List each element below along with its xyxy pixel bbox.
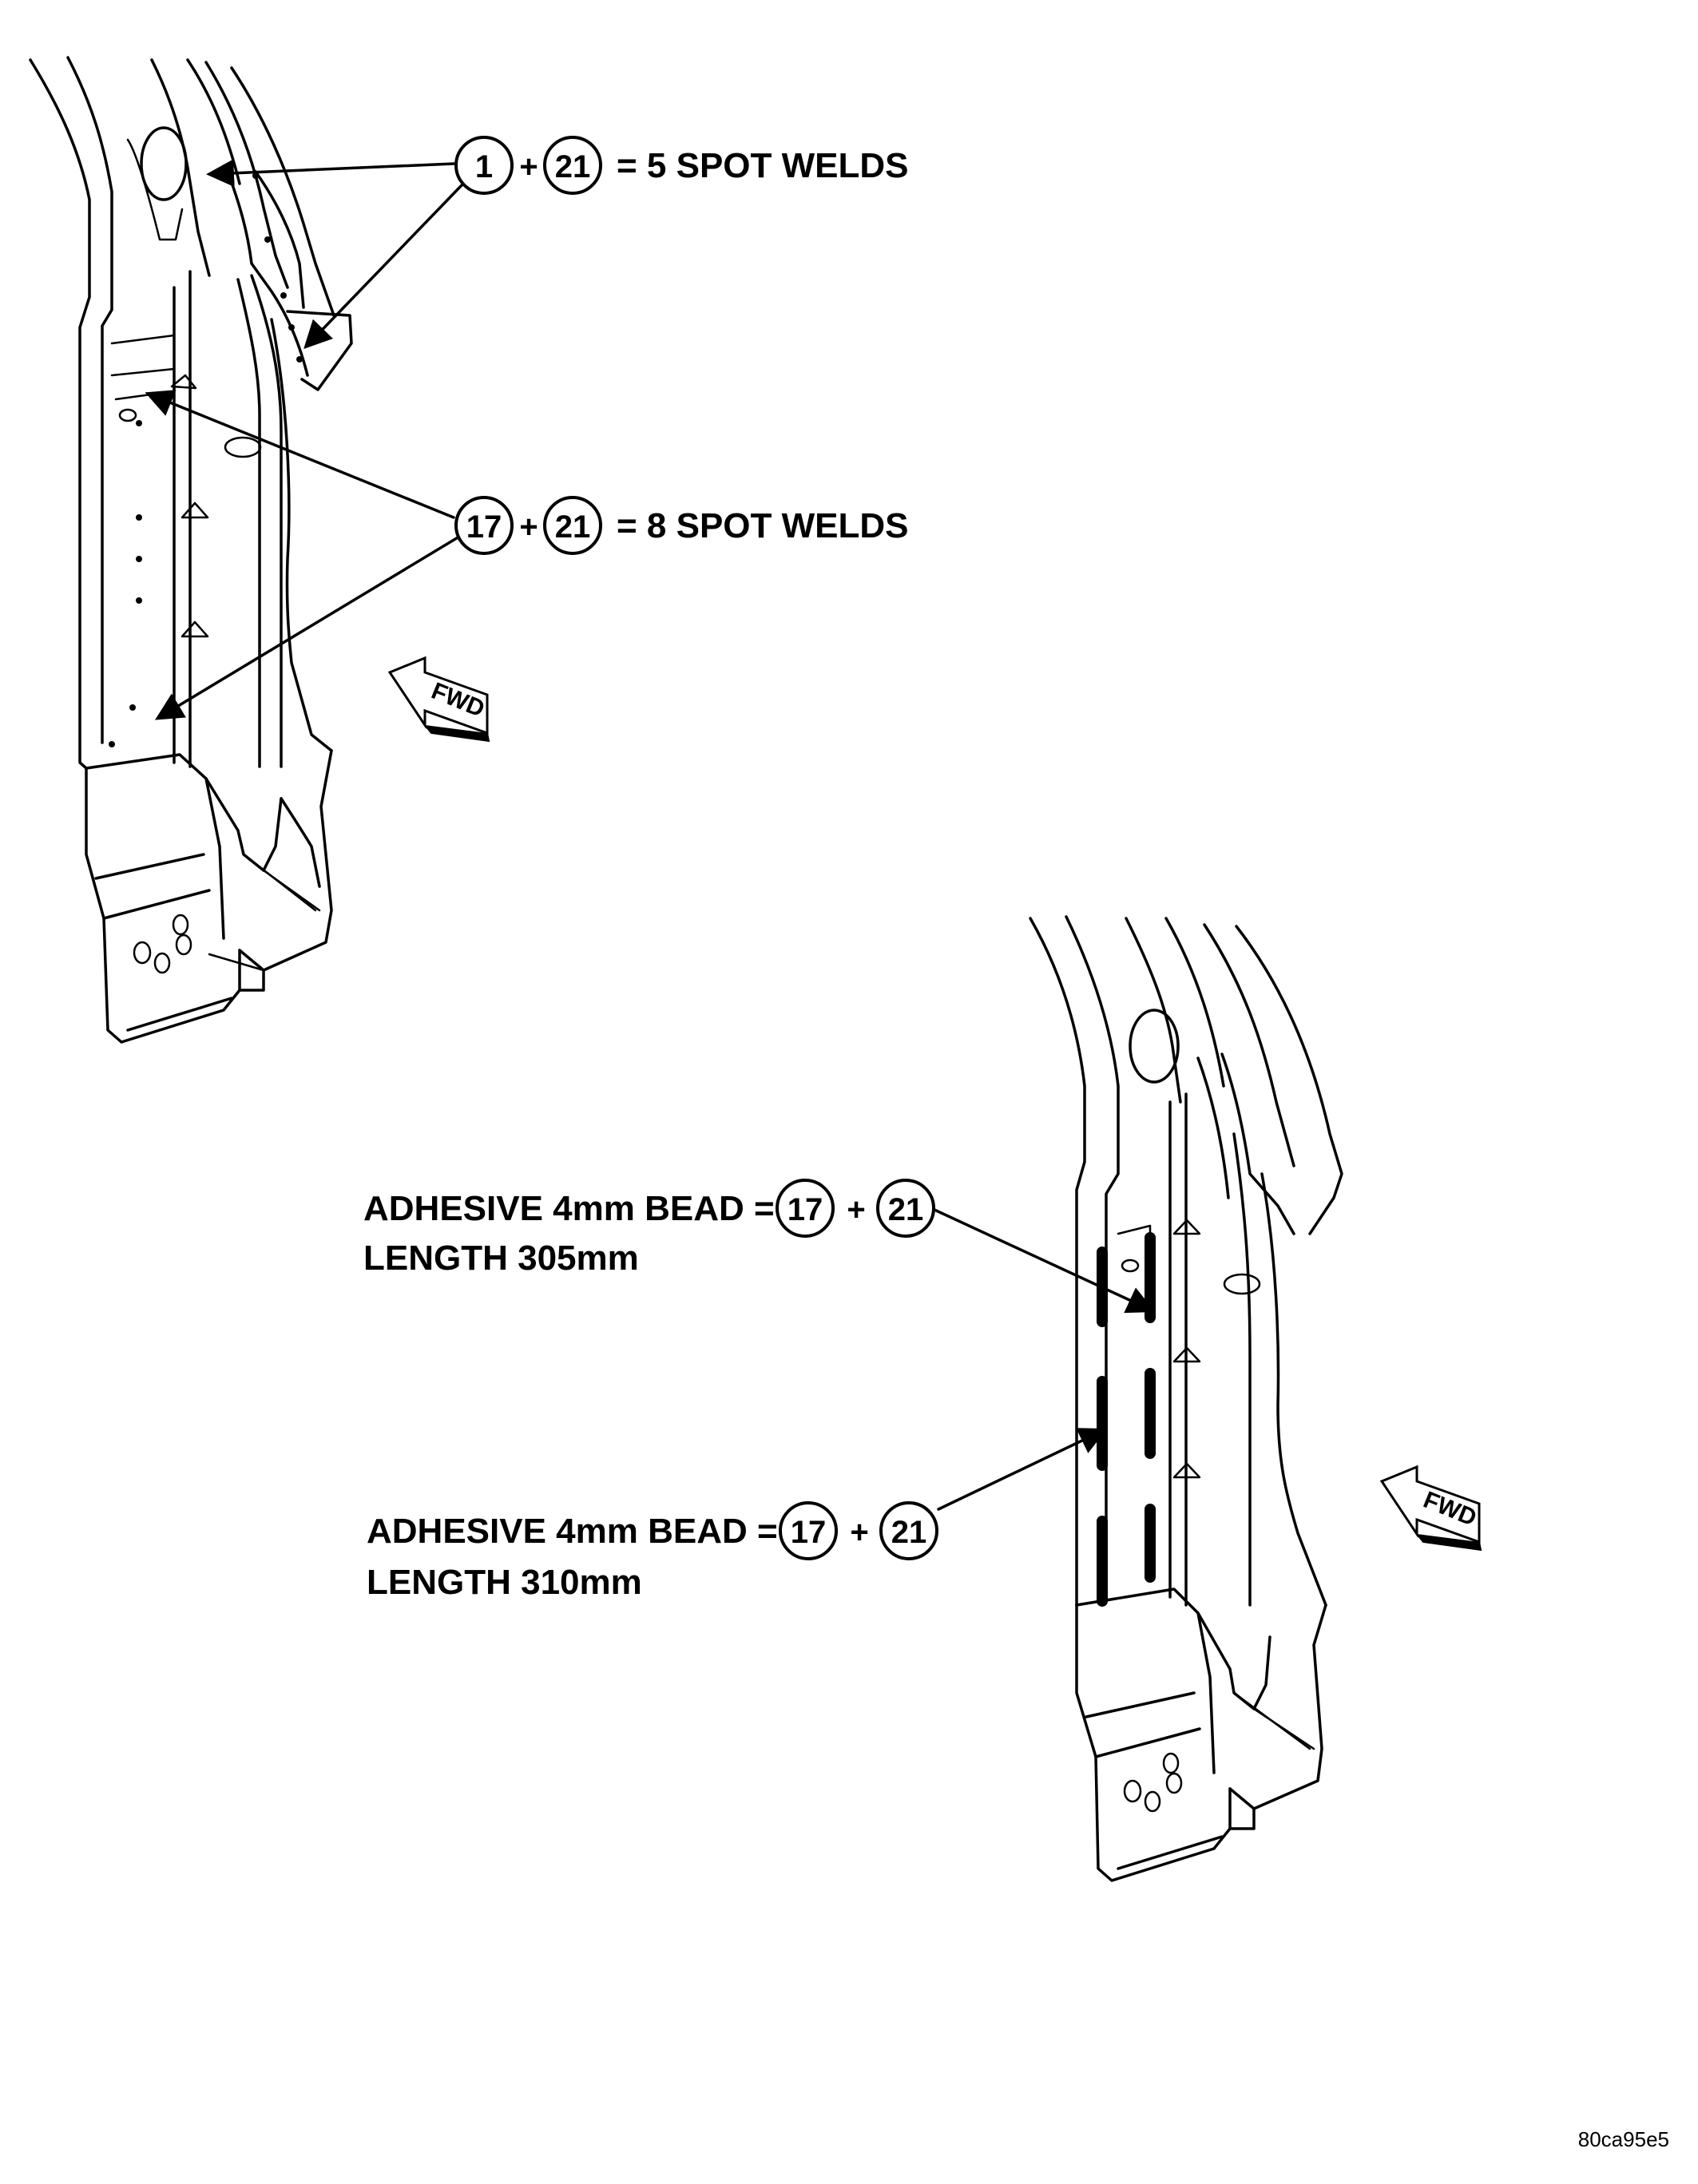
part-21-circle [876, 1179, 935, 1238]
lower-pillar-drawing [933, 915, 1343, 1882]
bead-1-line2: LENGTH 305mm [363, 1239, 639, 1278]
bead-2-line1: ADHESIVE 4mm BEAD = [367, 1512, 778, 1551]
plus-sign: + [519, 149, 538, 184]
part-17-circle [776, 1179, 835, 1238]
part-21-circle [543, 136, 602, 195]
plus-sign: + [850, 1515, 868, 1550]
bead-1-line1: ADHESIVE 4mm BEAD = [363, 1189, 775, 1228]
part-17-circle [779, 1501, 838, 1560]
part-21-number: 21 [555, 509, 591, 545]
part-1-circle [454, 136, 514, 195]
fwd-arrow-upper: FWD [387, 656, 490, 743]
callout-bead-2: ADHESIVE 4mm BEAD = 17 + 21 LENGTH 310mm [367, 1501, 938, 1602]
callout-weld-b: 17 + 21 = 8 SPOT WELDS [454, 496, 909, 555]
part-17-number: 17 [788, 1192, 823, 1227]
part-17-number: 17 [791, 1515, 827, 1550]
weld-b-text: = 8 SPOT WELDS [617, 506, 909, 545]
part-21-circle [879, 1501, 938, 1560]
bead-2-line2: LENGTH 310mm [367, 1563, 642, 1602]
weld-a-text: = 5 SPOT WELDS [617, 146, 909, 185]
part-1-number: 1 [475, 149, 493, 184]
part-21-circle [543, 496, 602, 555]
part-17-circle [454, 496, 514, 555]
callout-bead-1: ADHESIVE 4mm BEAD = 17 + 21 LENGTH 305mm [363, 1179, 935, 1278]
part-21-number: 21 [555, 149, 591, 184]
part-21-number: 21 [891, 1515, 927, 1550]
plus-sign: + [519, 509, 538, 545]
plus-sign: + [847, 1192, 865, 1227]
upper-pillar-drawing [29, 56, 463, 1044]
figure-reference: 80ca95e5 [1578, 2127, 1669, 2151]
fwd-arrow-lower: FWD [1379, 1465, 1482, 1552]
part-17-number: 17 [466, 509, 502, 545]
part-21-number: 21 [888, 1192, 924, 1227]
callout-weld-a: 1 + 21 = 5 SPOT WELDS [454, 136, 909, 195]
